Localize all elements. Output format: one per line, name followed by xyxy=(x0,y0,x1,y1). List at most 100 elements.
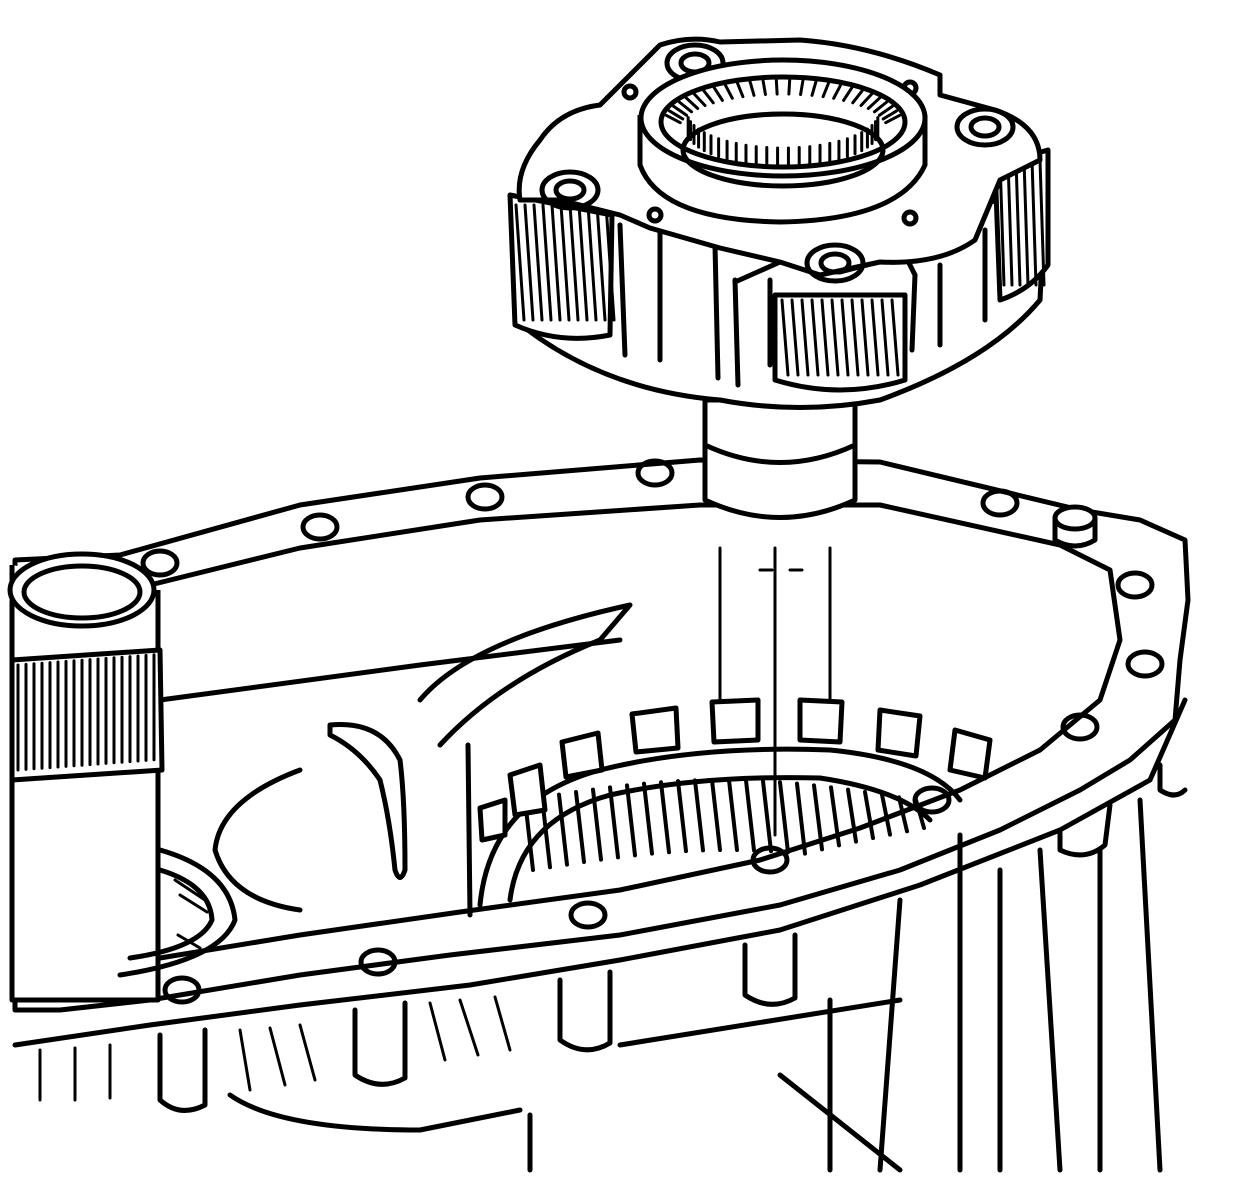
planet-tooth xyxy=(800,298,810,377)
planet-tooth xyxy=(780,298,790,377)
planet-tooth xyxy=(1022,158,1030,287)
planet-tooth xyxy=(595,203,607,322)
ring-tooth xyxy=(914,798,926,830)
hub-spline xyxy=(810,80,818,97)
ring-tooth xyxy=(557,792,569,867)
ring-gear-teeth xyxy=(523,778,926,872)
sun-gear-hub xyxy=(637,57,928,225)
hub-spline xyxy=(877,104,894,117)
ring-tooth xyxy=(897,795,909,834)
splined-input-shaft xyxy=(7,551,165,1003)
planet-tooth xyxy=(532,203,544,322)
planet-gear-front xyxy=(772,292,908,393)
hub-spline xyxy=(832,83,842,100)
hub-spline xyxy=(761,79,767,96)
planet-tooth xyxy=(790,298,800,377)
case-lower-walls xyxy=(227,797,1163,1173)
hub-spline xyxy=(664,113,682,125)
ring-tooth xyxy=(659,780,671,855)
ring-tooth xyxy=(574,790,586,865)
planet-tooth xyxy=(880,298,890,377)
case-fins xyxy=(38,995,512,1102)
hub-spline xyxy=(748,80,756,97)
planet-tooth xyxy=(568,203,580,322)
hub-spline xyxy=(866,96,882,111)
hub-spline xyxy=(872,100,889,114)
ring-tooth xyxy=(710,778,722,853)
hub-spline xyxy=(736,81,745,99)
hub-spline xyxy=(712,86,724,102)
planet-tooth xyxy=(541,203,553,322)
dowel-pin xyxy=(1052,504,1098,549)
ring-tooth xyxy=(642,781,654,856)
planet-tooth xyxy=(1014,158,1022,287)
internal-ring-gear xyxy=(477,697,993,908)
ring-tooth xyxy=(812,783,824,852)
ring-tooth xyxy=(744,778,756,853)
ring-tooth xyxy=(863,790,875,841)
carrier-output-shaft xyxy=(702,397,858,520)
planet-gear-left xyxy=(507,192,616,341)
ring-tooth xyxy=(727,778,739,853)
ring-tooth xyxy=(625,783,637,858)
case-divider xyxy=(465,742,473,918)
planet-tooth xyxy=(577,203,589,322)
hub-spline xyxy=(724,83,734,100)
case-flange-outer xyxy=(12,457,1191,1013)
input-bearing xyxy=(117,847,238,978)
hub-spline xyxy=(821,81,830,99)
ring-tooth xyxy=(778,780,790,855)
hub-spline xyxy=(684,96,700,111)
planet-tooth xyxy=(514,203,526,322)
planet-tooth xyxy=(830,298,840,377)
planet-tooth xyxy=(1006,158,1014,287)
ring-gear-outer-rim xyxy=(477,746,963,908)
planetary-carrier-assembly xyxy=(507,36,1051,520)
hub-spline xyxy=(672,104,689,117)
shaft-splines xyxy=(16,653,156,772)
ring-tooth xyxy=(829,785,841,848)
case-channel xyxy=(417,602,633,748)
alignment-guide-lines xyxy=(718,546,832,837)
planet-gear-right xyxy=(992,147,1051,303)
case-skirt xyxy=(12,697,1188,1048)
planet-tooth xyxy=(604,203,616,322)
planet-tooth xyxy=(870,298,880,377)
hub-spline xyxy=(881,109,899,121)
case-interior-wall xyxy=(157,637,623,913)
hub-spline xyxy=(677,100,694,114)
case-rib xyxy=(327,721,408,880)
planet-tooth xyxy=(550,203,562,322)
hub-spline xyxy=(774,78,779,96)
hub-internal-splines xyxy=(664,78,902,168)
case-lugs xyxy=(157,762,1188,1113)
hub-spline xyxy=(787,78,792,96)
planet-tooth xyxy=(559,203,571,322)
planet-tooth xyxy=(523,203,535,322)
planet-tooth xyxy=(820,298,830,377)
hub-spline xyxy=(702,89,715,105)
hub-spline xyxy=(884,113,902,125)
ring-tooth xyxy=(591,787,603,862)
hub-spline xyxy=(667,109,685,121)
hub-spline xyxy=(799,79,805,96)
hub-spline xyxy=(859,92,874,108)
ring-tooth xyxy=(795,781,807,856)
hub-spline xyxy=(842,86,854,102)
planet-tooth xyxy=(586,203,598,322)
ring-tooth xyxy=(846,787,858,844)
ring-gear-lugs xyxy=(477,697,993,843)
ring-tooth xyxy=(693,778,705,853)
hub-spline xyxy=(692,92,707,108)
planet-tooth xyxy=(850,298,860,377)
planet-tooth xyxy=(840,298,850,377)
planet-tooth xyxy=(1030,158,1038,287)
hub-spline xyxy=(851,89,864,105)
planet-tooth xyxy=(860,298,870,377)
carrier-pillars xyxy=(617,222,988,388)
ring-tooth xyxy=(761,779,773,854)
planet-tooth xyxy=(1038,158,1046,287)
case-flange-inner xyxy=(37,502,1123,978)
